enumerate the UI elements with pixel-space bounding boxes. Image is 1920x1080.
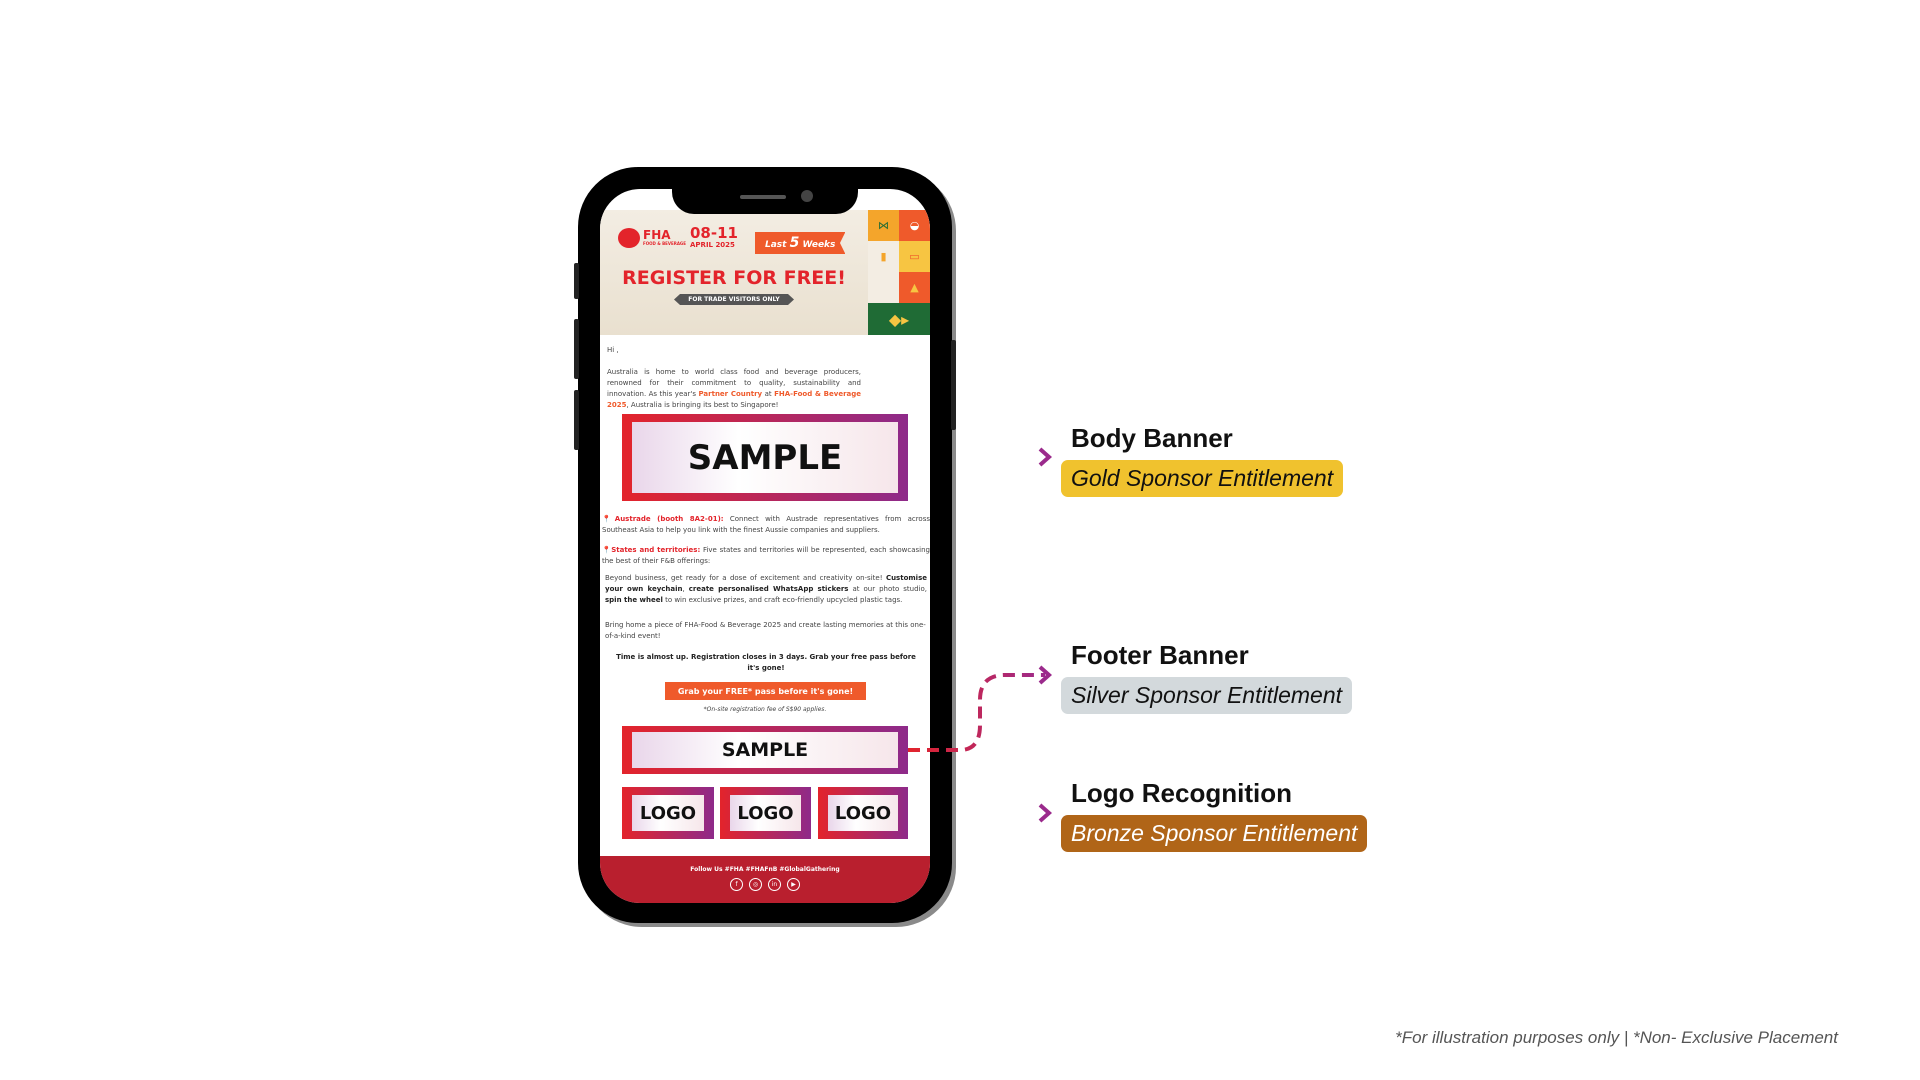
- sponsor-logo[interactable]: LOGO: [818, 787, 908, 839]
- logo-recognition-label: Logo Recognition: [1071, 778, 1292, 808]
- phone-side-button: [951, 340, 956, 430]
- grab-pass-button[interactable]: Grab your FREE* pass before it's gone!: [665, 682, 866, 700]
- body-banner[interactable]: SAMPLE: [622, 414, 908, 501]
- phone-side-button: [574, 319, 579, 379]
- arrow-footer-banner: [908, 673, 1045, 752]
- follow-us-text: Follow Us #FHA #FHAFnB #GlobalGathering: [690, 866, 840, 873]
- silver-tier-badge: Silver Sponsor Entitlement: [1061, 677, 1353, 714]
- camera-icon: [801, 190, 813, 202]
- phone-side-button: [574, 390, 579, 450]
- sponsor-logo[interactable]: LOGO: [720, 787, 811, 839]
- steak-icon: ◒: [899, 210, 930, 241]
- beyond-paragraph: Beyond business, get ready for a dose of…: [605, 574, 927, 604]
- register-heading: REGISTER FOR FREE!: [622, 267, 846, 289]
- trade-visitors-ribbon: FOR TRADE VISITORS ONLY: [674, 294, 794, 305]
- states-paragraph: 📍States and territories: Five states and…: [602, 546, 930, 565]
- body-banner-label: Body Banner: [1071, 423, 1233, 453]
- bronze-tier-badge: Bronze Sponsor Entitlement: [1061, 815, 1368, 852]
- facebook-icon[interactable]: f: [730, 878, 743, 891]
- youtube-icon[interactable]: ▶: [787, 878, 800, 891]
- gold-tier-badge: Gold Sponsor Entitlement: [1061, 460, 1344, 497]
- phone-side-button: [574, 263, 579, 299]
- footer-banner[interactable]: SAMPLE: [622, 726, 908, 774]
- phone-notch: [672, 186, 858, 214]
- fish-icon: ◆▸: [868, 303, 930, 335]
- can-icon: ▭: [899, 241, 930, 272]
- footer-banner-label: Footer Banner: [1071, 640, 1249, 670]
- footnote: *For illustration purposes only | *Non- …: [1395, 1028, 1838, 1047]
- apple-icon: [618, 228, 640, 248]
- blank-tile: [868, 272, 899, 303]
- bring-paragraph: Bring home a piece of FHA-Food & Beverag…: [605, 621, 926, 640]
- bow-icon: ⋈: [868, 210, 899, 241]
- milk-carton-icon: ▮: [868, 241, 899, 272]
- linkedin-icon[interactable]: in: [768, 878, 781, 891]
- intro-paragraph: Australia is home to world class food an…: [607, 368, 862, 409]
- greeting: Hi ,: [607, 346, 619, 354]
- email-footer: Follow Us #FHA #FHAFnB #GlobalGathering …: [600, 856, 930, 903]
- countdown-ribbon: Last 5 Weeks: [755, 232, 846, 254]
- food-tiles: ⋈ ◒ ▮ ▭ ▲ ◆▸: [868, 210, 930, 335]
- cheese-icon: ▲: [899, 272, 930, 303]
- speaker: [740, 195, 786, 199]
- fee-note: *On-site registration fee of S$90 applie…: [703, 706, 827, 713]
- deadline-text: Time is almost up. Registration closes i…: [616, 653, 916, 672]
- austrade-paragraph: 📍Austrade (booth 8A2-01): Connect with A…: [602, 515, 930, 534]
- sponsor-logo[interactable]: LOGO: [622, 787, 714, 839]
- instagram-icon[interactable]: ◎: [749, 878, 762, 891]
